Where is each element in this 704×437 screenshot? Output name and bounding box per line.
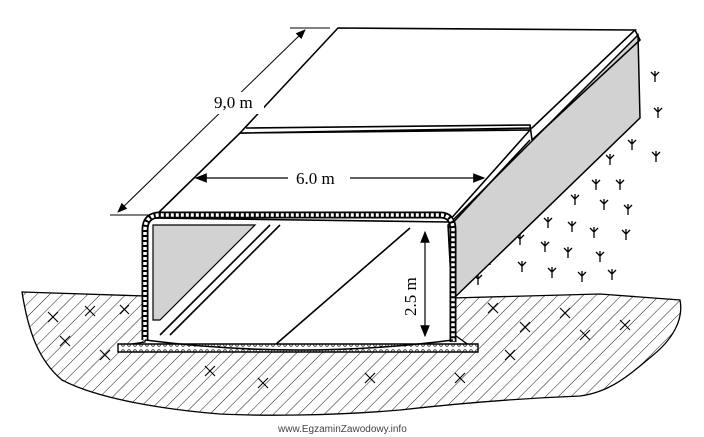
culvert-inner-floor-line: [159, 224, 411, 346]
culvert-base-plate: [117, 343, 479, 353]
length-label: 9,0 m: [214, 93, 253, 112]
slab-joint-line: [245, 124, 533, 141]
culvert-invert-curve: [144, 339, 454, 351]
dimension-width: 6.0 m: [194, 169, 486, 188]
soil-texture-marks: [47, 302, 631, 389]
slab-edge-chamfer: [447, 29, 641, 229]
watermark-text: www.EgzaminZawodowy.info: [277, 424, 407, 435]
culvert-box-wall-inner: [143, 213, 455, 342]
dimension-length: 9,0 m: [110, 27, 330, 216]
width-label: 6.0 m: [296, 169, 335, 188]
culvert-inner-left-wall: [152, 224, 257, 321]
height-label: 2.5 m: [401, 277, 420, 316]
dimension-height: 2.5 m: [401, 230, 430, 338]
soil-ground: [21, 291, 682, 416]
